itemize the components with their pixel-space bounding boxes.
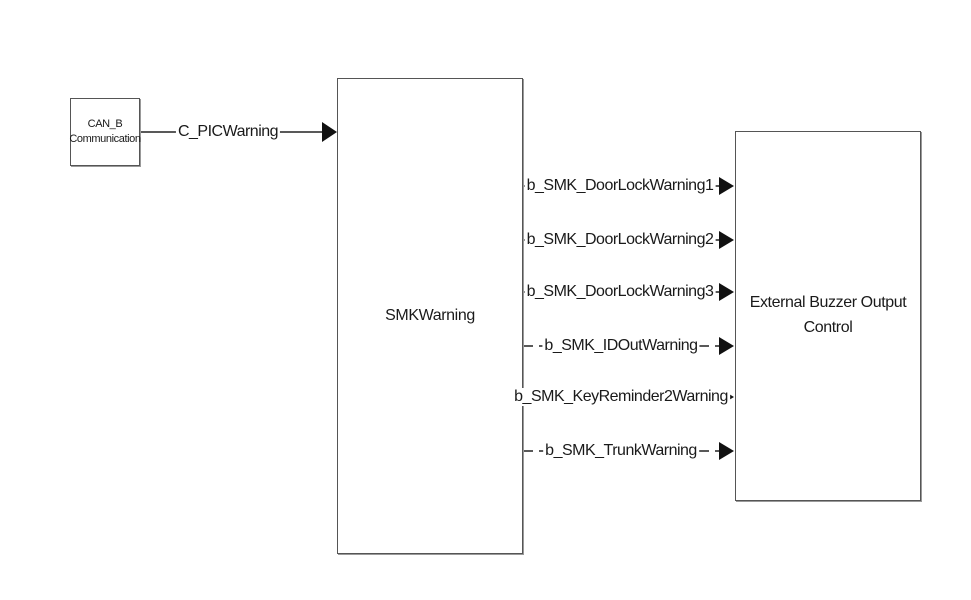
can-block-line2: Communication — [69, 133, 141, 145]
smk-warning-block: SMKWarning — [337, 78, 523, 554]
output-signal-label-3: b_SMK_DoorLockWarning3 — [524, 283, 716, 301]
ext-block-line2: Control — [803, 319, 853, 336]
can-b-communication-block: CAN_B Communication — [69, 98, 141, 166]
output-signal-label-1: b_SMK_DoorLockWarning1 — [524, 177, 716, 195]
smk-block-label: SMKWarning — [385, 307, 475, 324]
external-buzzer-block: External Buzzer Output Control — [735, 131, 921, 501]
output-signal-label-2: b_SMK_DoorLockWarning2 — [524, 231, 716, 249]
output-signal-label-6: b_SMK_TrunkWarning — [543, 442, 699, 460]
output-signal-label-5: b_SMK_KeyReminder2Warning — [512, 388, 730, 406]
ext-block-line1: External Buzzer Output — [749, 294, 907, 312]
input-signal-label: C_PICWarning — [175, 123, 281, 141]
can-block-line1: CAN_B — [87, 118, 123, 131]
output-signal-label-4: b_SMK_IDOutWarning — [542, 337, 700, 355]
input-arrowhead — [322, 122, 337, 142]
